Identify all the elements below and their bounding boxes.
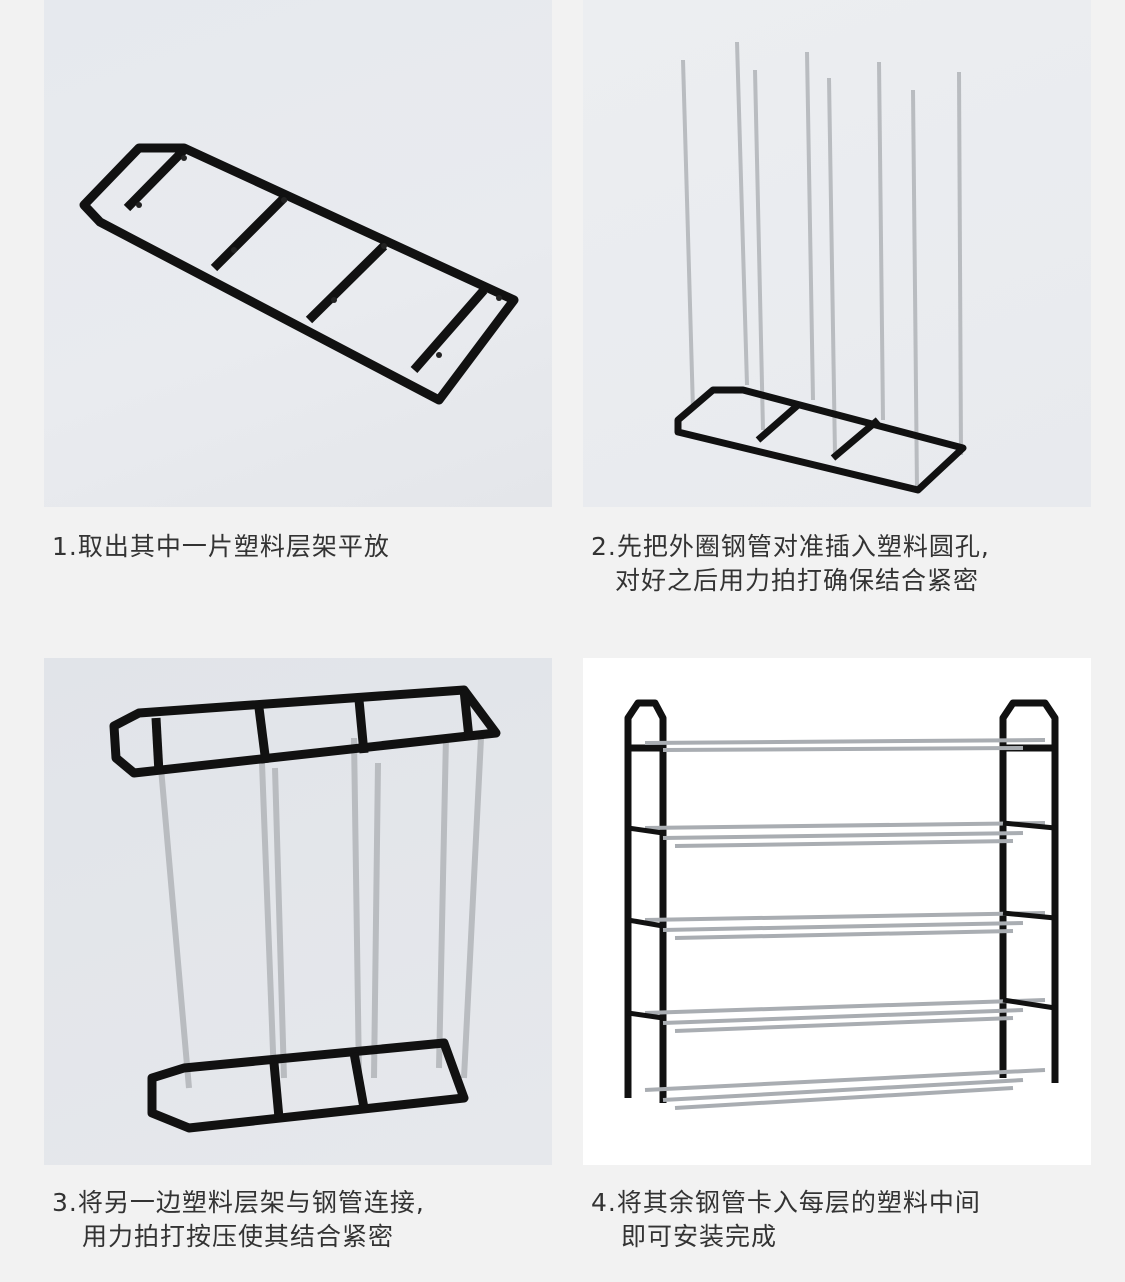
step-3-caption: 3.将另一边塑料层架与钢管连接, 用力拍打按压使其结合紧密 (52, 1186, 425, 1254)
plastic-shelf-frame-image (79, 143, 519, 405)
step-2-photo (583, 0, 1091, 507)
tubes-in-frame-image (674, 41, 967, 494)
completed-shoe-rack-image (624, 699, 1059, 1110)
step-1-photo (44, 0, 552, 507)
step-2-text-line-1: 2.先把外圈钢管对准插入塑料圆孔, (591, 532, 990, 561)
step-2-text-line-2: 对好之后用力拍打确保结合紧密 (615, 566, 980, 595)
step-4-text-line-1: 4.将其余钢管卡入每层的塑料中间 (591, 1188, 981, 1217)
step-1-text: 1.取出其中一片塑料层架平放 (52, 532, 390, 561)
two-frames-with-tubes-image (109, 685, 501, 1133)
step-4-text-line-2: 即可安装完成 (621, 1222, 778, 1251)
step-3-photo (44, 658, 552, 1165)
step-3-text-line-1: 3.将另一边塑料层架与钢管连接, (52, 1188, 425, 1217)
step-4-photo (583, 658, 1091, 1165)
step-2-caption: 2.先把外圈钢管对准插入塑料圆孔, 对好之后用力拍打确保结合紧密 (591, 530, 990, 598)
step-3-text-line-2: 用力拍打按压使其结合紧密 (82, 1222, 395, 1251)
step-1-caption: 1.取出其中一片塑料层架平放 (52, 530, 390, 564)
step-4-caption: 4.将其余钢管卡入每层的塑料中间 即可安装完成 (591, 1186, 981, 1254)
